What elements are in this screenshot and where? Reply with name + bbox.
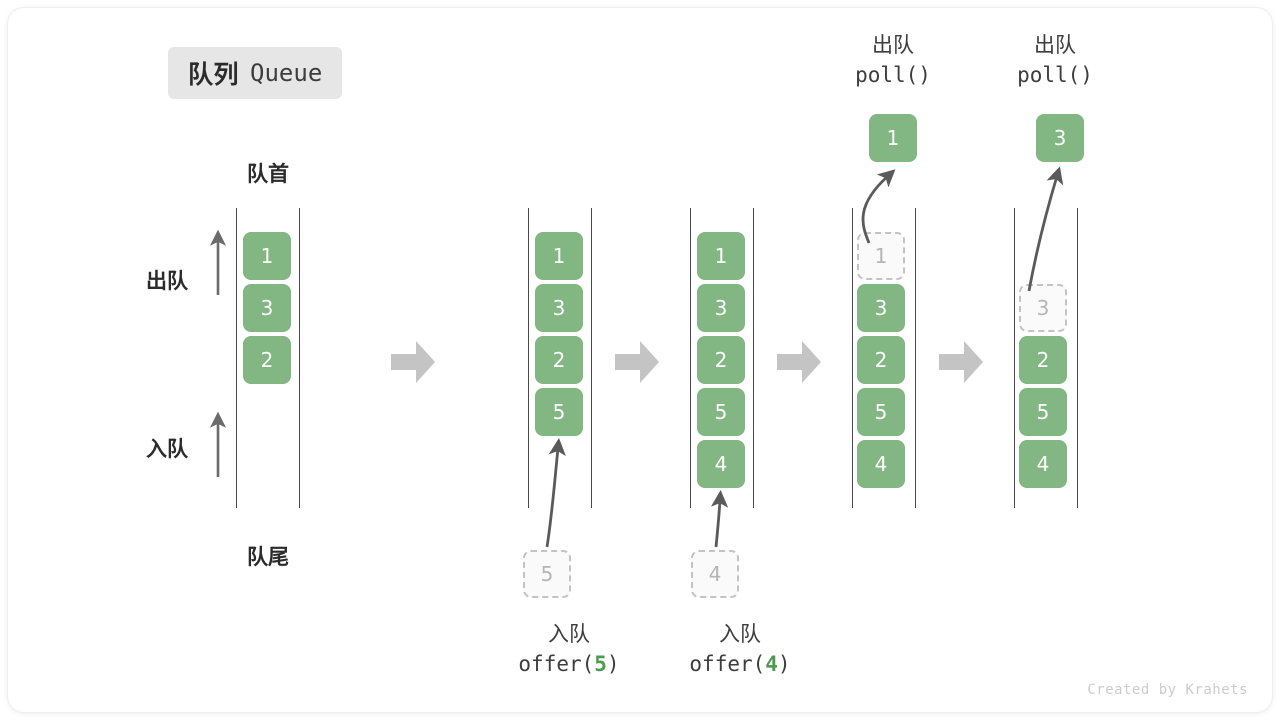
col5-rail-right bbox=[1077, 208, 1078, 508]
col3-cell-3: 5 bbox=[697, 388, 745, 436]
enqueue-direction-label: 入队 bbox=[146, 437, 188, 461]
offer-4-label-call: offer(4) bbox=[689, 651, 791, 676]
queue-head-label: 队首 bbox=[247, 162, 289, 186]
offer-4-arg: 4 bbox=[765, 651, 778, 676]
poll-3-label: 出队 poll() bbox=[982, 31, 1128, 91]
col2-rail-right bbox=[591, 208, 592, 508]
col1-rail-left bbox=[236, 208, 237, 508]
step-arrow-icon-2 bbox=[615, 341, 659, 383]
col5-cell-3: 5 bbox=[1019, 388, 1067, 436]
col1-cell-0: 1 bbox=[243, 232, 291, 280]
col5-cell-2: 2 bbox=[1019, 336, 1067, 384]
col1-cell-1: 3 bbox=[243, 284, 291, 332]
poll-1-label-call: poll() bbox=[855, 62, 931, 87]
offer-5-label-call: offer(5) bbox=[518, 651, 620, 676]
col1-cell-2: 2 bbox=[243, 336, 291, 384]
poll-1-label: 出队 poll() bbox=[820, 31, 966, 91]
col4-cell-1: 3 bbox=[857, 284, 905, 332]
poll-3-label-call: poll() bbox=[1017, 62, 1093, 87]
step-arrow-icon-4 bbox=[939, 341, 983, 383]
col4-cell-4: 4 bbox=[857, 440, 905, 488]
col4-cell-3: 5 bbox=[857, 388, 905, 436]
poll-3-label-cn: 出队 bbox=[1034, 33, 1076, 57]
col3-cell-4: 4 bbox=[697, 440, 745, 488]
figure-title-en: Queue bbox=[250, 59, 323, 87]
col5-cell-1-ghost: 3 bbox=[1019, 284, 1067, 332]
step-arrow-icon-3 bbox=[777, 341, 821, 383]
credit-text: Created by Krahets bbox=[1087, 682, 1248, 698]
offer-5-arg: 5 bbox=[594, 651, 607, 676]
dequeue-direction-label: 出队 bbox=[146, 269, 188, 293]
col3-cell-1: 3 bbox=[697, 284, 745, 332]
col4-rail-right bbox=[915, 208, 916, 508]
col3-incoming-ghost-4: 4 bbox=[691, 550, 739, 598]
col3-cell-0: 1 bbox=[697, 232, 745, 280]
col3-rail-right bbox=[753, 208, 754, 508]
col2-cell-2: 2 bbox=[535, 336, 583, 384]
queue-tail-label: 队尾 bbox=[247, 545, 289, 569]
offer-5-label: 入队 offer(5) bbox=[474, 620, 664, 680]
offer-5-label-cn: 入队 bbox=[548, 622, 590, 646]
col5-cell-4: 4 bbox=[1019, 440, 1067, 488]
col3-cell-2: 2 bbox=[697, 336, 745, 384]
poll-3-result-box: 3 bbox=[1036, 114, 1084, 162]
col3-rail-left bbox=[690, 208, 691, 508]
offer-4-label: 入队 offer(4) bbox=[645, 620, 835, 680]
offer-4-label-cn: 入队 bbox=[719, 622, 761, 646]
col4-cell-2: 2 bbox=[857, 336, 905, 384]
col1-rail-right bbox=[299, 208, 300, 508]
figure-title-badge: 队列 Queue bbox=[168, 47, 343, 99]
col2-incoming-ghost-5: 5 bbox=[523, 550, 571, 598]
col4-cell-0-ghost: 1 bbox=[857, 232, 905, 280]
poll-1-result-box: 1 bbox=[869, 114, 917, 162]
col2-cell-0: 1 bbox=[535, 232, 583, 280]
col2-cell-1: 3 bbox=[535, 284, 583, 332]
col5-rail-left bbox=[1014, 208, 1015, 508]
poll-1-label-cn: 出队 bbox=[872, 33, 914, 57]
col2-cell-3: 5 bbox=[535, 388, 583, 436]
figure-title-cn: 队列 bbox=[188, 60, 240, 89]
col2-rail-left bbox=[528, 208, 529, 508]
step-arrow-icon-1 bbox=[391, 341, 435, 383]
col4-rail-left bbox=[852, 208, 853, 508]
